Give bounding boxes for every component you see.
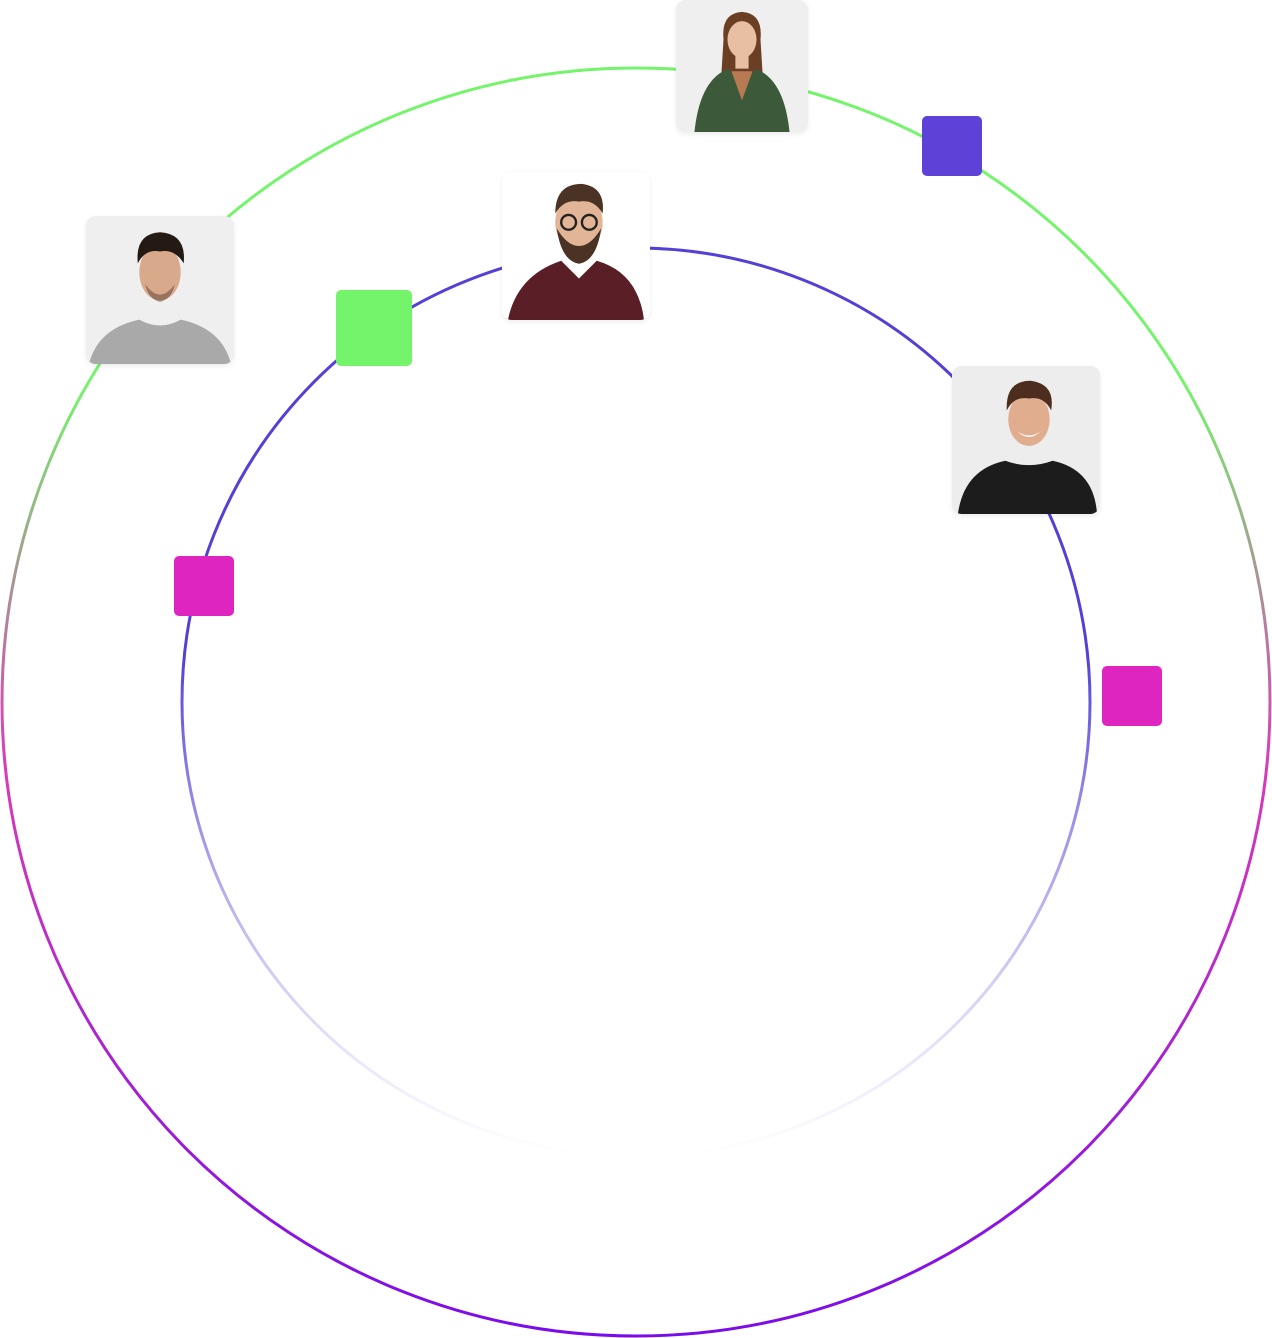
stubble-shape xyxy=(145,284,175,302)
face-shape xyxy=(139,244,181,301)
smile-shape xyxy=(1017,431,1041,438)
hair-shape xyxy=(1006,380,1052,411)
shirt-shape xyxy=(88,319,232,364)
shirt-shape xyxy=(957,460,1098,514)
purple-square xyxy=(922,116,982,176)
person-photo-man-glasses-icon xyxy=(502,172,650,320)
avatar-man-black-tshirt xyxy=(952,366,1100,514)
avatar-man-grey-tshirt xyxy=(86,216,234,364)
hair-shape xyxy=(137,232,184,264)
face-shape xyxy=(555,192,603,252)
glasses-right xyxy=(580,213,598,231)
beard-shape xyxy=(556,228,602,264)
neck-shape xyxy=(735,52,749,69)
magenta-square-left xyxy=(174,556,234,616)
avatar-woman-smiling xyxy=(676,0,808,132)
hair-shape xyxy=(555,183,603,214)
outer-ring xyxy=(0,66,1272,1338)
person-photo-man-grey-icon xyxy=(86,216,234,364)
green-square xyxy=(336,290,412,366)
top-inner xyxy=(731,71,753,101)
magenta-square-right xyxy=(1102,666,1162,726)
avatar-man-glasses-beard xyxy=(502,172,650,320)
person-photo-man-black-icon xyxy=(952,366,1100,514)
glasses-left xyxy=(560,213,578,231)
shirt-shape xyxy=(507,260,645,320)
person-photo-woman-icon xyxy=(676,0,808,132)
face-shape xyxy=(1008,392,1050,446)
face-shape xyxy=(727,21,757,59)
